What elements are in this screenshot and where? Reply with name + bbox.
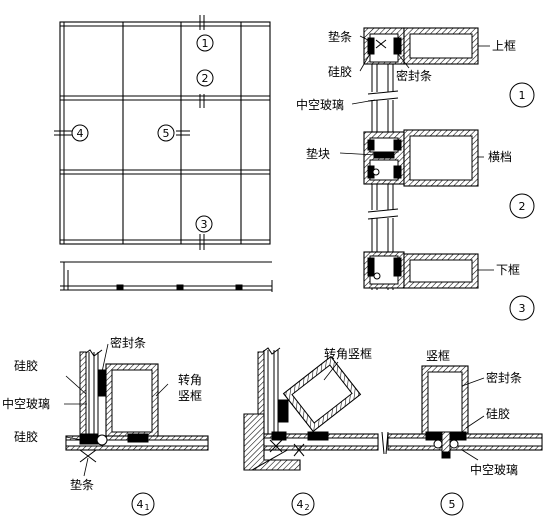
label-silicone: 硅胶: [328, 64, 352, 79]
marker-1-label: 1: [202, 37, 209, 50]
setting-block: [373, 151, 395, 159]
d5-label-insulating-glass: 中空玻璃: [470, 462, 518, 477]
d41-label-corner: 转角: [178, 372, 202, 387]
detail-4-1: [64, 343, 209, 516]
label-top-frame: 上框: [492, 39, 516, 53]
detail-5: [381, 365, 543, 516]
label-insulating-glass: 中空玻璃: [296, 97, 344, 112]
label-transom: 横档: [488, 150, 512, 164]
elevation-view: [54, 15, 271, 250]
label-setting-block: 垫块: [306, 146, 330, 161]
section-marker-1: 1: [519, 89, 526, 102]
detail-4-2: [243, 347, 379, 516]
d41-label-silicone: 硅胶: [14, 358, 38, 373]
elevation-outline: [59, 21, 271, 245]
marker-3-label: 3: [201, 218, 208, 231]
d41-marker-main: 4: [137, 498, 144, 511]
d5-label-silicone: 硅胶: [486, 406, 510, 421]
label-spacer-strip: 垫条: [328, 29, 352, 44]
d42-label-corner-mullion: 转角竖框: [324, 346, 372, 361]
section-marker-2: 2: [519, 200, 526, 213]
d42-marker-sub: 2: [304, 503, 309, 512]
vertical-section: [339, 27, 535, 321]
label-sealing-strip: 密封条: [396, 68, 432, 83]
marker-4-label: 4: [77, 127, 84, 140]
marker-5-label: 5: [163, 127, 170, 140]
d41-label-spacer-strip: 垫条: [70, 477, 94, 492]
marker-2-label: 2: [202, 72, 209, 85]
d41-label-mullion: 竖框: [178, 389, 202, 403]
d41-label-sealing-strip: 密封条: [110, 335, 146, 350]
section-marker-3: 3: [519, 302, 526, 315]
corner-base-profile: [243, 413, 301, 471]
label-bottom-frame: 下框: [496, 263, 520, 277]
d5-marker: 5: [449, 498, 456, 511]
d42-marker-main: 4: [297, 498, 304, 511]
d5-label-sealing-strip: 密封条: [486, 370, 522, 385]
d41-label-insulating-glass: 中空玻璃: [2, 396, 50, 411]
plan-strip: [60, 261, 273, 292]
d41-label-silicone-bottom: 硅胶: [14, 429, 38, 444]
d5-label-mullion: 竖框: [426, 349, 450, 363]
d41-marker-sub: 1: [144, 503, 149, 512]
